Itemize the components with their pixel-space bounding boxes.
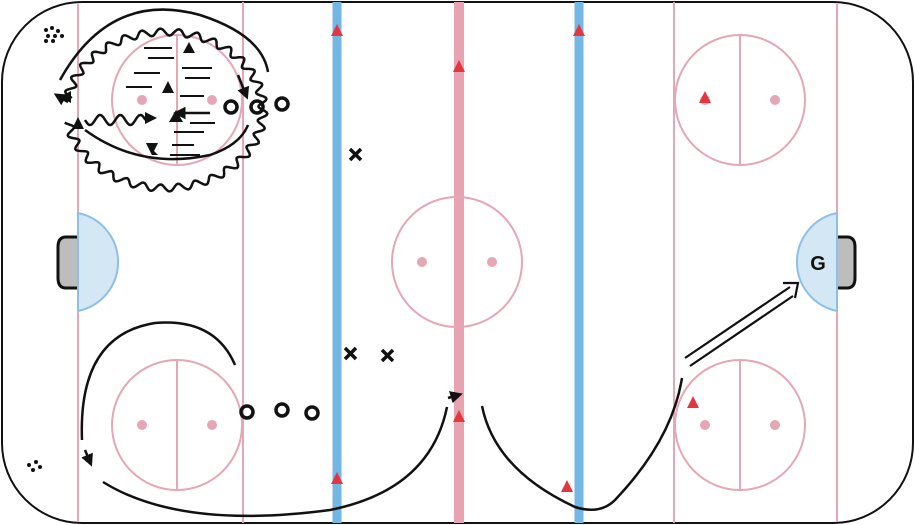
faceoff-dot: [417, 257, 427, 267]
faceoff-dot: [207, 420, 217, 430]
net-right: [837, 235, 857, 290]
player-o-icon: [304, 405, 320, 421]
player-o-icon: [223, 99, 239, 115]
player-o-icon: [274, 96, 290, 112]
triangle-marker-icon: [687, 396, 699, 408]
faceoff-circle: [391, 196, 523, 328]
net-left: [56, 235, 78, 290]
drill-bottom: [80, 321, 684, 518]
puck-pile-icon: [27, 460, 42, 472]
wavy-skate-path: [63, 27, 269, 193]
faceoff-dot: [770, 420, 780, 430]
player-o-icon: [274, 402, 290, 418]
wavy-skate-path: [83, 113, 147, 127]
player-o-icon: [249, 99, 265, 115]
player-x-icon: [348, 147, 363, 162]
triangle-marker-icon: [331, 24, 343, 36]
backward-skating-lines: [126, 47, 215, 156]
faceoff-circles: [111, 34, 806, 491]
triangle-marker-icon: [573, 24, 585, 36]
left-goal: [56, 211, 120, 313]
crease-left: [77, 211, 120, 313]
faceoff-dot: [207, 95, 217, 105]
player-o-icon: [239, 404, 255, 420]
faceoff-dot: [700, 420, 710, 430]
faceoff-dot: [137, 95, 147, 105]
cone-markers: [331, 24, 711, 492]
player-x-icon: [380, 348, 395, 363]
shot-arrow-icon: [684, 281, 800, 367]
faceoff-dot: [487, 257, 497, 267]
players: [223, 96, 395, 421]
triangle-marker-icon: [453, 60, 465, 72]
triangle-black-markers: [60, 42, 195, 155]
drill-top-left: [53, 8, 270, 193]
right-goal: G: [795, 211, 857, 313]
goalie-label: G: [810, 253, 826, 275]
triangle-marker-icon: [453, 410, 465, 422]
puck-pile-icon: [44, 26, 64, 43]
triangle-marker-icon: [331, 472, 343, 484]
triangle-marker-icon: [699, 91, 711, 103]
faceoff-dot: [137, 420, 147, 430]
crease-right: [795, 211, 838, 313]
triangle-marker-icon: [561, 480, 573, 492]
player-x-icon: [343, 346, 358, 361]
faceoff-dot: [770, 95, 780, 105]
